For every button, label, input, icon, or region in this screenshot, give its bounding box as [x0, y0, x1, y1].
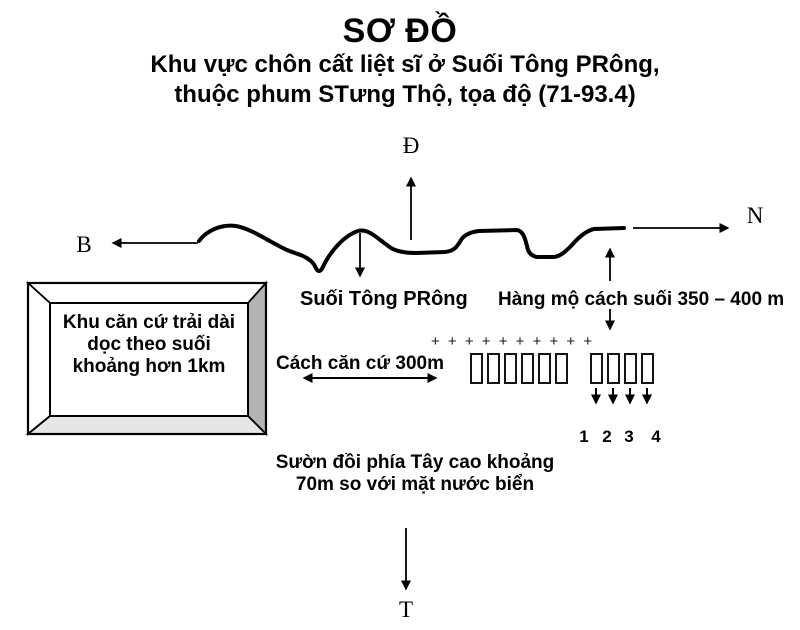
grave-marker — [487, 353, 500, 384]
grave-marker — [590, 353, 603, 384]
grave-marker — [641, 353, 654, 384]
hill-note-line-1: Sườn đồi phía Tây cao khoảng — [275, 452, 555, 473]
grave-number-2: 2 — [602, 427, 612, 446]
grave-group-west — [470, 353, 568, 384]
compass-right-label: N — [746, 203, 764, 228]
compass-left-label: B — [76, 232, 92, 257]
page-subtitle: Khu vực chôn cất liệt sĩ ở Suối Tông PRô… — [0, 50, 800, 110]
grave-number-4: 4 — [651, 427, 661, 446]
grave-marker — [470, 353, 483, 384]
plus-markers-row: + + + + + + + + + + — [431, 333, 595, 350]
page-title: SƠ ĐỒ — [342, 12, 458, 50]
base-distance-label: Cách căn cứ 300m — [276, 353, 444, 374]
compass-top-label: Đ — [402, 133, 420, 158]
grave-marker — [555, 353, 568, 384]
grave-row-distance-label: Hàng mộ cách suối 350 – 400 m — [498, 289, 785, 310]
grave-number-arrows — [591, 388, 652, 405]
grave-marker — [624, 353, 637, 384]
stream-label: Suối Tông PRông — [300, 288, 468, 310]
subtitle-line-2: thuộc phum STưng Thộ, tọa độ (71-93.4) — [174, 81, 636, 108]
grave-marker — [607, 353, 620, 384]
grave-marker — [504, 353, 517, 384]
grave-group-east — [590, 353, 654, 384]
base-box-text: Khu căn cứ trải dài dọc theo suối khoảng… — [50, 312, 248, 378]
grave-number-3: 3 — [624, 427, 634, 446]
base-box-line-3: khoảng hơn 1km — [72, 356, 226, 377]
grave-number-1: 1 — [579, 427, 589, 446]
subtitle-line-1: Khu vực chôn cất liệt sĩ ở Suối Tông PRô… — [150, 51, 660, 78]
base-box-line-1: Khu căn cứ trải dài — [62, 312, 236, 333]
stream-path — [197, 223, 626, 273]
compass-bottom-label: T — [398, 597, 414, 622]
hill-note: Sườn đồi phía Tây cao khoảng 70m so với … — [240, 452, 590, 496]
grave-marker — [521, 353, 534, 384]
hill-note-line-2: 70m so với mặt nước biển — [295, 474, 535, 495]
base-box-line-2: dọc theo suối — [87, 334, 211, 355]
grave-marker — [538, 353, 551, 384]
